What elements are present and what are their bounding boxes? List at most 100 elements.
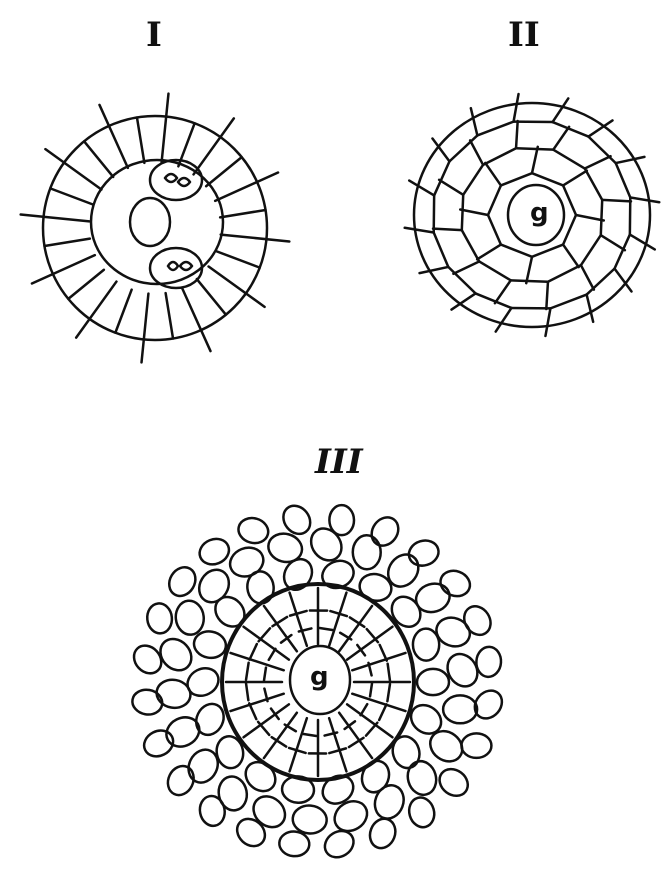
figure-2-cell-wall [405, 228, 434, 233]
figure-2-cell-wall [563, 245, 579, 268]
figure-3-cortex-cell [443, 695, 477, 723]
figure-3-cortex-cell [413, 580, 454, 617]
figure-3-cortex-cell [366, 815, 400, 852]
figure-3-cortex-cell [475, 646, 502, 678]
figure-3-cortex-cell [461, 733, 491, 758]
figure-3-cortex-cell [292, 804, 328, 835]
figure-2-cell-wall [581, 235, 601, 265]
figure-1-radial-wall [209, 267, 265, 307]
figure-3-tangential-wall [246, 683, 248, 700]
figure-2-cell-wall [488, 215, 501, 245]
figure-1-radial-wall [84, 141, 113, 177]
figure-3-cortex-cell [193, 564, 234, 608]
figure-1-radial-wall [215, 173, 278, 201]
figure-2-cell-wall [439, 180, 463, 195]
figure-2-cell-wall [546, 282, 548, 309]
figure-2-cell-wall [545, 308, 550, 336]
figure-1-radial-wall [217, 251, 260, 267]
figure-1-radial-wall [44, 239, 89, 246]
figure-2-cell-wall [434, 161, 449, 195]
figure-3-cortex-cell [226, 543, 268, 582]
figure-1-cross-section [21, 94, 290, 363]
figure-1-radial-wall [166, 293, 173, 338]
figure-2-cell-wall [602, 200, 631, 202]
figure-3-tangential-wall [269, 649, 276, 660]
figure-3-cortex-cell [417, 669, 449, 695]
figure-2-cell-wall [485, 163, 501, 186]
figure-2-cell-wall [630, 197, 659, 202]
figure-3-cortex-cell [317, 770, 358, 809]
figure-2-cell-wall [409, 181, 434, 196]
figure-3-cortex-cell [406, 795, 438, 831]
figure-2-cell-wall [433, 229, 462, 231]
figure-3-cortex-cell [353, 535, 381, 569]
figure-2-cell-wall [516, 121, 518, 148]
figure-2-cell-wall [479, 261, 511, 280]
figure-1-radial-wall [68, 270, 104, 299]
figure-3-tangential-wall [249, 703, 256, 719]
figure-2-cell-wall [476, 293, 512, 308]
figure-2-cell-wall [585, 169, 602, 200]
figure-2-cell-wall [470, 140, 483, 164]
figure-3-cortex-cell [216, 774, 250, 813]
figure-2-cell-wall [483, 148, 516, 165]
figure-3-cortex-cell [329, 795, 373, 837]
figure-3-cortex-cell [146, 602, 174, 634]
figure-2-cell-wall [471, 108, 478, 135]
figure-3-cortex-cell [174, 599, 205, 636]
figure-2-cell-wall [585, 156, 611, 168]
figure-3-tangential-wall [380, 645, 387, 661]
figure-2-cell-wall [462, 230, 479, 261]
figure-3-cortex-cell [318, 556, 357, 592]
figure-2-cell-wall [563, 185, 576, 215]
figure-3-center-mark: g [310, 662, 329, 692]
figure-3-cortex-cell [196, 535, 233, 569]
figure-2-cell-wall [553, 98, 569, 122]
figure-3-cortex-cell [370, 781, 408, 823]
figure-2-cell-wall [553, 150, 585, 169]
figure-3-cortex-cell [437, 567, 474, 600]
figure-3-radial-wall [352, 694, 405, 711]
figure-1-inner-ring [91, 160, 223, 284]
figure-2-cell-wall [526, 257, 532, 283]
figure-3-radial-wall [231, 694, 284, 711]
figure-3-tangential-wall [329, 748, 346, 753]
figure-2-cell-wall [615, 235, 630, 269]
figure-1-radial-wall [137, 117, 144, 162]
figure-3-radial-wall [290, 593, 307, 646]
figure-2-cell-wall [463, 165, 483, 195]
figure-2-cell-wall [460, 210, 488, 215]
figure-2-cell-wall [630, 235, 655, 250]
figure-2-cell-wall [532, 173, 563, 185]
figure-2-cell-wall [616, 163, 631, 197]
figure-1-radial-wall [220, 210, 265, 217]
figure-2-cell-wall [587, 295, 594, 322]
figure-2-cell-wall [501, 245, 532, 257]
figure-1-outer-wall [43, 116, 267, 340]
figure-3-tangential-wall [290, 611, 307, 616]
figure-3-cortex-cell [197, 794, 227, 828]
figure-3-radial-wall [231, 653, 284, 670]
figure-3-radial-wall [290, 718, 307, 771]
figure-2-cell-wall [553, 122, 589, 137]
figure-2-cell-wall [616, 157, 645, 163]
figure-3-tangential-wall [366, 723, 377, 736]
figure-3-cortex-cell [406, 537, 442, 569]
figure-2-cell-wall [563, 215, 576, 245]
figure-2-cell-wall [420, 267, 449, 273]
figure-1-radial-wall [115, 290, 131, 333]
figure-2-cell-wall [563, 171, 587, 186]
figure-1-radial-wall [45, 149, 101, 189]
figure-1-radial-wall [182, 288, 210, 351]
figure-2-cell-wall [477, 245, 501, 260]
figure-3-radial-wall [329, 593, 346, 646]
figure-3-tangential-wall [388, 664, 390, 681]
figure-3-cortex-cell [140, 726, 178, 762]
figure-3-cortex-cell [404, 758, 440, 798]
figure-2-cell-wall [462, 195, 463, 230]
figure-3-radial-wall [329, 718, 346, 771]
figure-2-cell-wall [550, 295, 586, 309]
figure-2-cell-wall [601, 200, 602, 235]
figure-2-center-mark: g [530, 198, 549, 228]
